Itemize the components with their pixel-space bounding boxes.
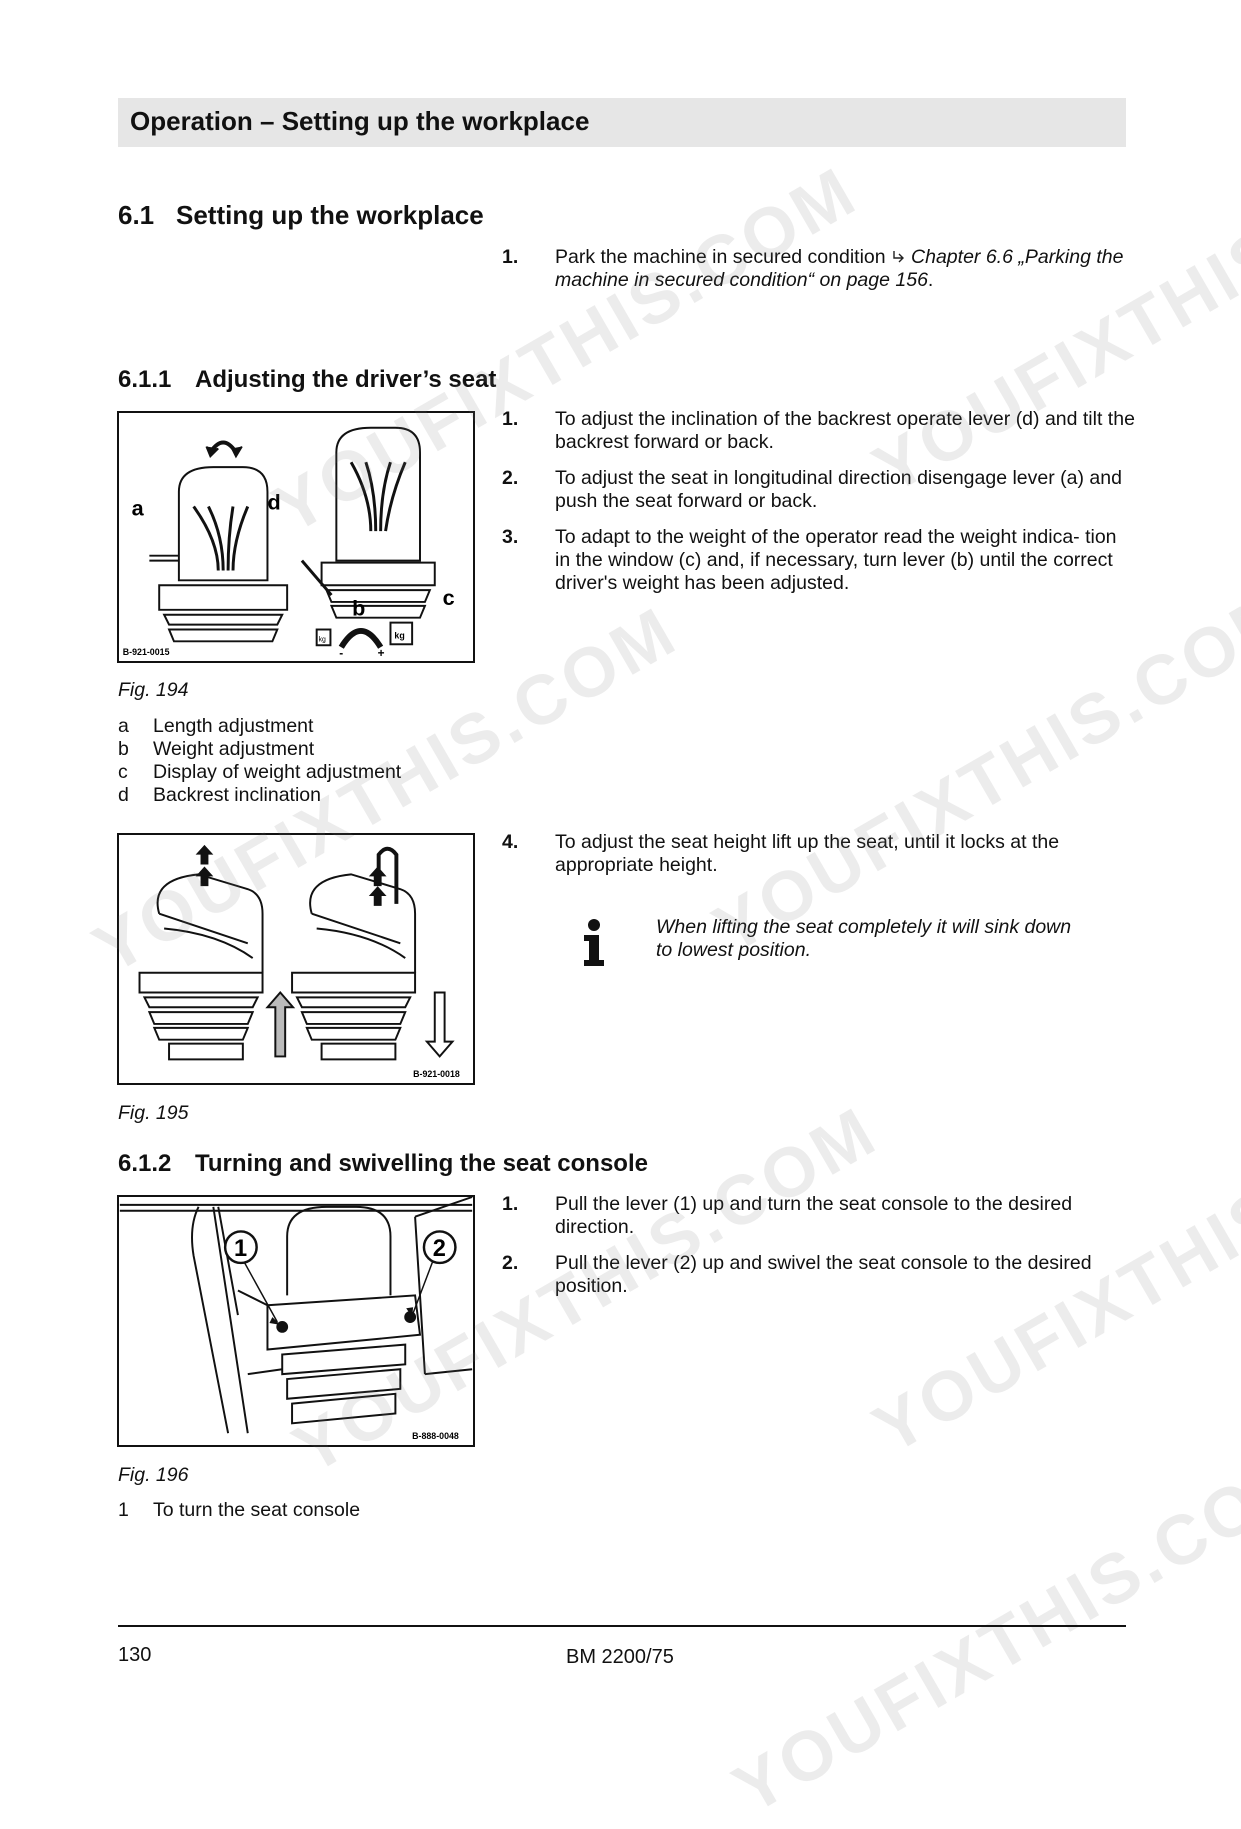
document-code: BM 2200/75 (566, 1646, 674, 1668)
footer-divider (118, 1625, 1126, 1627)
seat-cushion-left (158, 584, 289, 611)
label-b: b (352, 596, 365, 621)
step-seat-height: 4. To adjust the seat height lift up the… (502, 831, 1142, 879)
legend-value: Display of weight adjustment (153, 761, 402, 783)
callout-1-circle (223, 1230, 258, 1265)
step-number: 2. (502, 467, 519, 489)
figure-194-drawing: a d b c kg kg - + B-921-0015 (123, 426, 455, 660)
info-icon (580, 918, 608, 968)
chapter-6-6-link[interactable]: Chapter 6.6 „Parking the machine in secu… (555, 246, 1124, 291)
hand-right (309, 873, 417, 973)
section-number: 6.1.1 (118, 366, 172, 393)
legend-value: To turn the seat console (153, 1499, 361, 1521)
step-number: 2. (502, 1252, 519, 1274)
step-text-suffix: . (927, 269, 934, 291)
page-number: 130 (118, 1644, 152, 1666)
legend-item: d Backrest inclination (118, 784, 458, 807)
label-a: a (132, 495, 145, 520)
section-title: Adjusting the driver’s seat (195, 366, 497, 393)
figure-195-drawing: B-921-0018 (138, 844, 460, 1079)
step-number: 3. (502, 526, 519, 548)
label-kg-small: kg (319, 636, 326, 643)
label-kg-large: kg (394, 630, 404, 640)
chapter-header-bar (118, 98, 1126, 147)
figure-194-caption: Fig. 194 (118, 679, 189, 701)
arrow-up (265, 990, 296, 1058)
figure-196-drawing: 1 2 B-888-0048 (119, 1197, 473, 1441)
callout-2: 2 (433, 1236, 446, 1262)
section-number: 6.1.2 (118, 1150, 172, 1177)
section-6-1-heading: 6.1 Setting up the workplace (118, 200, 484, 231)
legend-item: 1 To turn the seat console (118, 1499, 458, 1522)
section-number: 6.1 (118, 200, 155, 230)
figure-code: B-921-0018 (413, 1069, 460, 1079)
legend-key: d (118, 784, 129, 806)
note-text: When lifting the seat completely it will… (656, 916, 1072, 961)
figure-194-seat-adjustment: a d b c kg kg - + B-921-0015 (117, 411, 475, 663)
step-number: 4. (502, 831, 519, 853)
frame (191, 1206, 249, 1434)
step-text: To adjust the seat in longitudinal direc… (555, 467, 1122, 512)
legend-key: c (118, 761, 128, 783)
backrest-right (335, 426, 421, 562)
section-title: Turning and swivelling the seat console (195, 1150, 648, 1177)
figure-196-caption: Fig. 196 (118, 1464, 189, 1486)
legend-key: 1 (118, 1499, 129, 1521)
figure-196-legend: 1 To turn the seat console (118, 1499, 458, 1522)
figure-195-caption: Fig. 195 (118, 1102, 189, 1124)
section-6-1-2-heading: 6.1.2 Turning and swivelling the seat con… (118, 1150, 648, 1178)
legend-value: Length adjustment (153, 715, 314, 737)
step-text: To adjust the inclination of the backres… (555, 408, 1135, 453)
figure-195-seat-height: B-921-0018 (117, 833, 475, 1085)
legend-key: b (118, 738, 129, 760)
section-title: Setting up the workplace (176, 200, 484, 230)
figure-code: B-888-0048 (412, 1431, 459, 1441)
step-weight: 3. To adapt to the weight of the operato… (502, 526, 1142, 598)
chapter-header-title: Operation – Setting up the workplace (130, 106, 590, 136)
legend-value: Backrest inclination (153, 784, 321, 806)
step-text: To adjust the seat height lift up the se… (555, 831, 1060, 876)
arrow-down (424, 991, 455, 1058)
figure-196-seat-console: 1 2 B-888-0048 (117, 1195, 475, 1447)
seat-backrest (286, 1205, 392, 1296)
step-number: 1. (502, 246, 519, 268)
hand-left (156, 873, 264, 973)
figure-code: B-921-0015 (123, 647, 170, 657)
legend-item: b Weight adjustment (118, 738, 458, 761)
step-park-machine: 1. Park the machine in secured condition… (502, 246, 1142, 294)
label-minus: - (339, 646, 343, 660)
legend-item: c Display of weight adjustment (118, 761, 458, 784)
step-text: To adapt to the weight of the operator r… (555, 526, 1117, 594)
figure-194-legend: a Length adjustment b Weight adjustment c D… (118, 715, 458, 810)
section-6-1-1-heading: 6.1.1 Adjusting the driver’s seat (118, 366, 496, 394)
legend-value: Weight adjustment (153, 738, 315, 760)
weight-knob-arrow (338, 628, 384, 649)
step-text: Park the machine in secured condition Ch… (555, 246, 1135, 292)
step-text-plain: Park the machine in secured condition (555, 246, 892, 268)
step-number: 1. (502, 1193, 519, 1215)
legend-item: a Length adjustment (118, 715, 458, 738)
step-backrest: 1. To adjust the inclination of the back… (502, 408, 1142, 456)
watermark: YOUFIXTHIS.COM (720, 1431, 1241, 1829)
label-d: d (267, 489, 280, 514)
step-longitudinal: 2. To adjust the seat in longitudinal di… (502, 467, 1142, 515)
step-number: 1. (502, 408, 519, 430)
callout-2-circle (422, 1230, 457, 1265)
backrest-left (177, 466, 269, 582)
reference-arrow-icon (891, 248, 907, 264)
step-swivel-console: 2. Pull the lever (2) up and swivel the … (502, 1252, 1142, 1300)
legend-key: a (118, 715, 129, 737)
seat-cushion (266, 1294, 422, 1351)
label-c: c (443, 585, 455, 610)
step-text: Pull the lever (1) up and turn the seat … (555, 1193, 1073, 1238)
label-plus: + (378, 646, 385, 660)
step-turn-console: 1. Pull the lever (1) up and turn the se… (502, 1193, 1142, 1241)
callout-1: 1 (234, 1236, 247, 1262)
step-text: Pull the lever (2) up and swivel the sea… (555, 1252, 1092, 1297)
watermark: YOUFIXTHIS.COM (700, 571, 1241, 969)
